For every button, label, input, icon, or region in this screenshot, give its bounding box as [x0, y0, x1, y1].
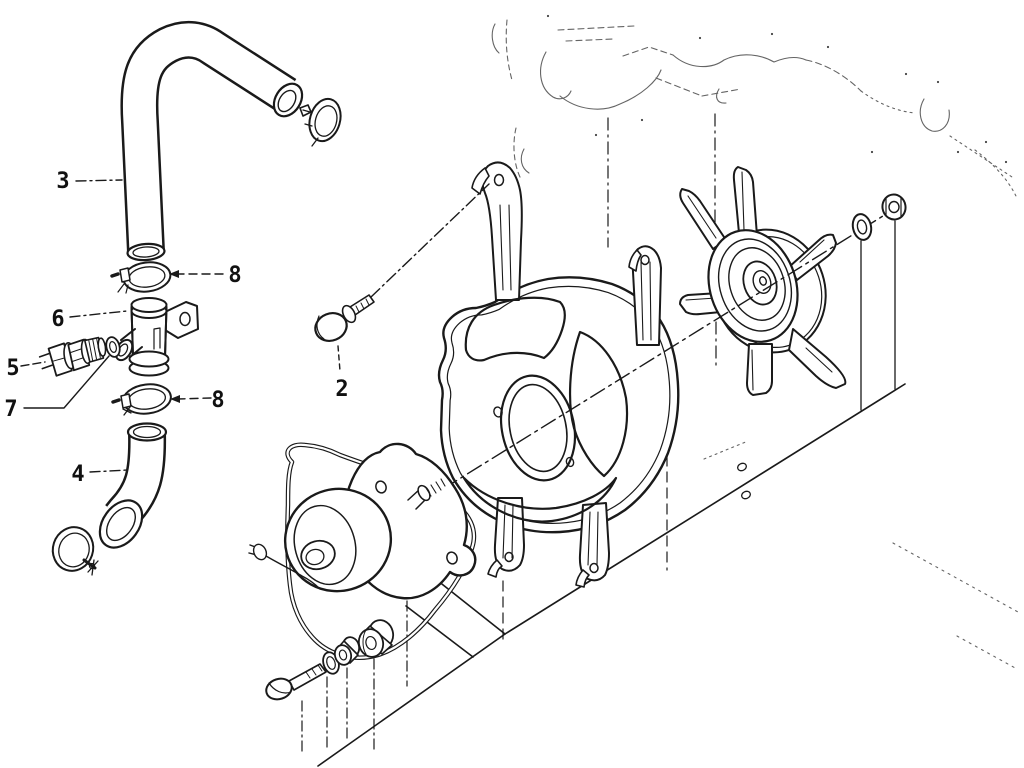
shroud-bracket-top-left	[471, 161, 523, 301]
mounting-bushing	[357, 619, 395, 658]
sensor-washer	[105, 336, 121, 358]
fan-blades	[679, 166, 847, 396]
hose-clamp-lower	[111, 383, 172, 416]
upper-hose	[120, 20, 304, 262]
pump-shaft	[407, 478, 446, 510]
callout-2: 2	[335, 377, 348, 402]
assembly-axis-line	[442, 210, 892, 490]
mounting-spacer	[333, 636, 361, 666]
hose-clamp-top-right	[299, 97, 342, 147]
callout-8-lower: 8	[211, 388, 224, 413]
cooling-fan	[679, 166, 847, 396]
pump-wire-connector	[248, 543, 321, 590]
fan-nut	[881, 193, 907, 390]
callouts: 3 8 6 5 7 8 4 2	[4, 169, 348, 487]
hose-clamp-upper	[110, 261, 172, 294]
water-pump	[248, 442, 477, 660]
pump-snout	[300, 539, 336, 571]
callout-7: 7	[4, 397, 17, 422]
pump-gasket	[285, 442, 477, 660]
callout-5: 5	[6, 356, 19, 381]
shroud-bolt	[314, 183, 490, 342]
shroud-bracket-top-right	[628, 245, 662, 346]
fan-washer	[851, 213, 873, 411]
callout-6: 6	[51, 307, 64, 332]
fan-shroud	[437, 161, 680, 588]
sketch-specks	[546, 14, 1008, 164]
callout-8-upper: 8	[228, 263, 241, 288]
water-temp-sensor	[38, 336, 107, 377]
shroud-bracket-bottom-right	[575, 502, 610, 588]
lower-hose	[98, 422, 168, 549]
housing-bracket	[164, 301, 199, 339]
thermostat-housing	[114, 297, 199, 377]
callout-4: 4	[71, 462, 84, 487]
callout-3: 3	[56, 169, 69, 194]
block-bolt-holes	[737, 462, 751, 500]
shroud-bracket-bottom-left	[487, 497, 525, 578]
hose-clamp-bottom-left	[51, 526, 99, 576]
fan-hub	[707, 229, 799, 343]
mounting-bolt-lower	[265, 663, 327, 701]
shroud-cutouts	[462, 296, 629, 523]
pump-mounting-hardware	[265, 600, 408, 753]
